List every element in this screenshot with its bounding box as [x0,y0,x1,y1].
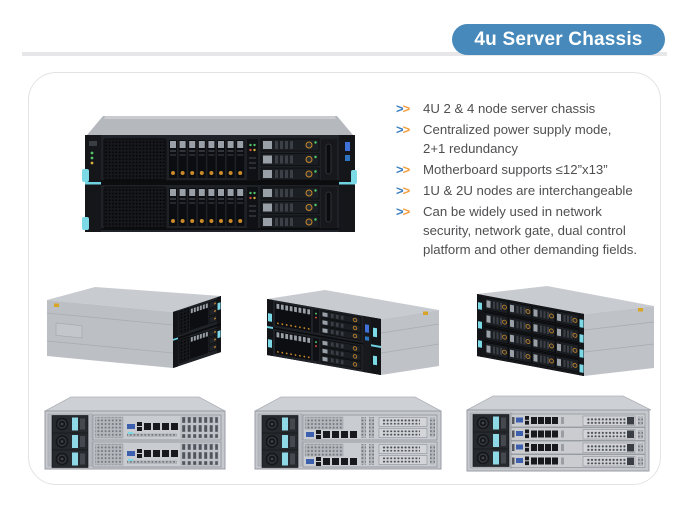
chassis-front-panel [477,294,584,377]
chevron-marker-icon: >> [396,122,410,137]
chevron-marker-icon: >> [396,204,410,219]
chassis-top-surface [254,396,442,412]
page-title-banner: 4u Server Chassis [452,24,665,55]
feature-text: 4U 2 & 4 node server chassis [423,101,596,116]
node-rear-top [93,415,221,440]
chassis-side-panel [583,306,655,376]
feature-item: >> 1U & 2U nodes are interchangeable [396,181,656,200]
feature-item: >> 4U 2 & 4 node server chassis [396,99,656,118]
chassis-front-panel [82,135,357,232]
chassis-top-surface [466,395,652,411]
node-row-bottom [101,185,339,230]
chassis-top-surface [47,287,221,312]
psu-stack [261,414,299,469]
header-divider-line [22,52,667,56]
node-rear-3 [510,440,646,455]
feature-text: 1U & 2U nodes are interchangeable [423,183,633,198]
chevron-marker-icon: >> [396,101,410,116]
chassis-top-surface [44,396,226,412]
server-angled-center-image [267,290,440,375]
node-row-top [101,137,339,182]
chassis-rear-panel [466,409,650,472]
psu-stack [472,413,510,468]
node-rear-1 [510,413,646,428]
content-panel [28,72,661,485]
server-rear-4node-image [466,395,652,472]
server-angled-storage-image [477,286,655,377]
chassis-front-panel [173,296,221,368]
feature-text: Can be widely used in network security, … [423,204,638,257]
node-rear-4 [510,454,646,468]
chassis-front-panel [267,299,381,375]
feature-text: Centralized power supply mode, 2+1 redun… [423,122,612,156]
feature-item: >> Can be widely used in network securit… [396,202,656,259]
chevron-marker-icon: >> [396,183,410,198]
page-title: 4u Server Chassis [474,28,643,50]
psu-stack [51,414,89,469]
feature-item: >> Centralized power supply mode, 2+1 re… [396,120,656,158]
chassis-top-surface [87,116,353,135]
chevron-marker-icon: >> [396,162,410,177]
chassis-side-panel [46,300,174,368]
chassis-side-panel [380,310,440,375]
node-rear-bottom [93,442,221,467]
feature-item: >> Motherboard supports ≤12”x13” [396,160,656,179]
server-front-view-image [82,116,357,232]
server-angled-left-image [46,287,221,368]
feature-text: Motherboard supports ≤12”x13” [423,162,608,177]
chassis-top-surface [477,286,654,314]
server-rear-2node-pcie-image [254,396,442,470]
chassis-rear-panel [254,410,442,470]
feature-list: >> 4U 2 & 4 node server chassis >> Centr… [396,99,656,261]
server-rear-2node-image [44,396,226,470]
chassis-rear-panel [44,410,226,470]
node-rear-2 [510,427,646,441]
node-rear-top [303,415,437,440]
node-rear-bottom [303,442,437,467]
chassis-top-surface [267,290,439,319]
